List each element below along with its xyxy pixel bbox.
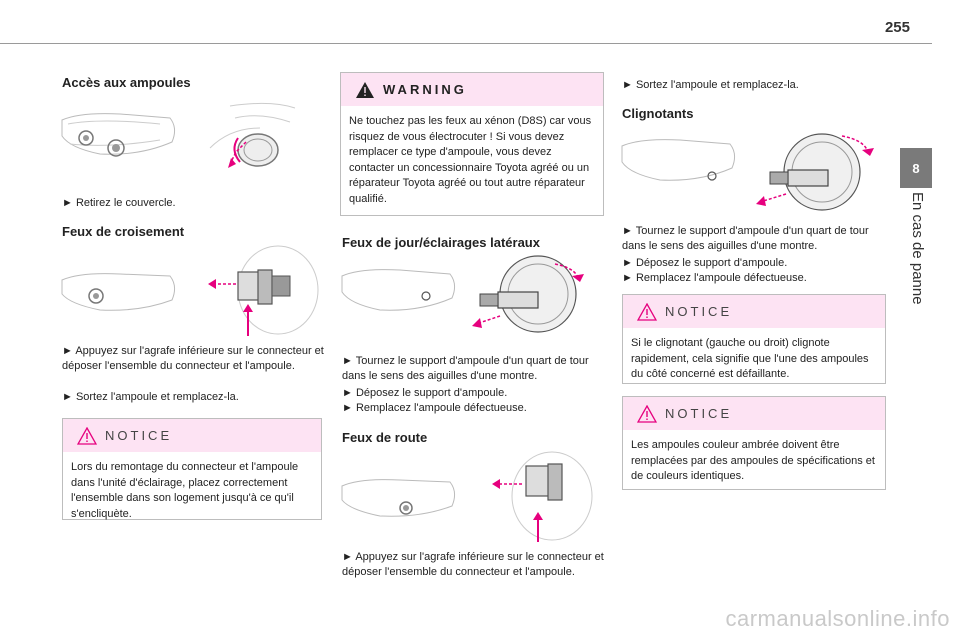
step-appuyez-agrafe-1: ► Appuyez sur l'agrafe inférieure sur le… [62, 345, 324, 372]
notice-box-clignotant: NOTICE Si le clignotant (gauche ou droit… [622, 294, 886, 384]
warning-box-xenon: WARNING Ne touchez pas les feux au xénon… [340, 72, 604, 216]
chapter-title: En cas de panne [900, 192, 932, 352]
step-remplacez-clignotant: ► Remplacez l'ampoule défectueuse. [622, 272, 807, 284]
notice-label: NOTICE [665, 406, 733, 421]
notice-header: NOTICE [63, 419, 321, 452]
step-deposez-support-drl: ► Déposez le support d'ampoule. [342, 387, 508, 399]
step-deposez-support-clignotant: ► Déposez le support d'ampoule. [622, 257, 788, 269]
notice-label: NOTICE [665, 304, 733, 319]
warning-triangle-icon [637, 404, 657, 423]
warning-label: WARNING [383, 82, 467, 97]
page-number: 255 [884, 19, 910, 36]
chapter-number-tab[interactable]: 8 [900, 148, 932, 188]
chapter-title-text: En cas de panne [909, 192, 926, 305]
heading-feux-croisement: Feux de croisement [62, 224, 185, 239]
figure-indicator-bulb-holder [621, 133, 874, 211]
notice-label: NOTICE [105, 428, 173, 443]
notice-text: Si le clignotant (gauche ou droit) clign… [631, 337, 869, 380]
notice-text: Les ampoules couleur ambrée doivent être… [631, 439, 875, 482]
notice-box-remontage: NOTICE Lors du remontage du connecteur e… [62, 418, 322, 520]
step-tournez-support-clignotant: ► Tournez le support d'ampoule d'un quar… [622, 225, 869, 252]
notice-box-ambre: NOTICE Les ampoules couleur ambrée doive… [622, 396, 886, 490]
step-retirez-couvercle: ► Retirez le couvercle. [62, 197, 176, 209]
warning-text: Ne touchez pas les feux au xénon (D8S) c… [349, 115, 592, 205]
notice-header: NOTICE [623, 397, 885, 430]
figure-headlamp-cover [61, 102, 296, 168]
warning-triangle-icon [356, 81, 374, 98]
notice-header: NOTICE [623, 295, 885, 328]
step-sortez-ampoule-2: ► Sortez l'ampoule et remplacez-la. [622, 79, 799, 91]
warning-triangle-icon [77, 426, 97, 445]
header-divider [0, 43, 932, 44]
heading-acces-ampoules: Accès aux ampoules [62, 75, 191, 90]
figure-high-beam-connector [341, 451, 593, 542]
column-1: Accès aux ampoules [62, 75, 324, 90]
step-appuyez-agrafe-2: ► Appuyez sur l'agrafe inférieure sur le… [342, 551, 604, 578]
figure-drl-bulb-holder [341, 255, 584, 333]
warning-triangle-icon [637, 302, 657, 321]
heading-feux-jour: Feux de jour/éclairages latéraux [342, 235, 540, 250]
notice-text: Lors du remontage du connecteur et l'amp… [71, 461, 299, 520]
warning-header: WARNING [341, 73, 603, 106]
heading-clignotants: Clignotants [622, 106, 694, 121]
watermark: carmanualsonline.info [725, 606, 950, 631]
step-tournez-support-drl: ► Tournez le support d'ampoule d'un quar… [342, 355, 589, 382]
heading-feux-route: Feux de route [342, 430, 428, 445]
figure-low-beam-connector [61, 245, 319, 336]
step-sortez-ampoule-1: ► Sortez l'ampoule et remplacez-la. [62, 391, 239, 403]
step-remplacez-drl: ► Remplacez l'ampoule défectueuse. [342, 402, 527, 414]
